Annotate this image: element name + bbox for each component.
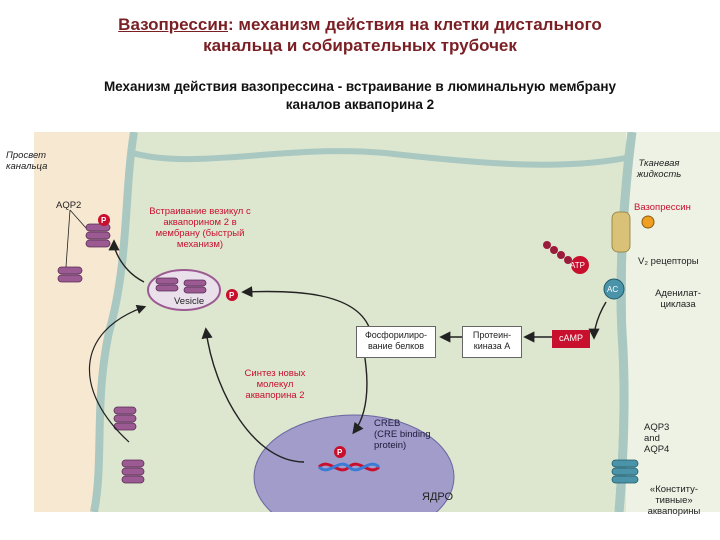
aqp3-aqp4-channel	[611, 459, 639, 484]
atp-circle	[571, 256, 589, 274]
v2-receptor	[611, 211, 631, 253]
p-phosphate-3	[334, 446, 346, 458]
ac-circle	[603, 278, 625, 300]
ac-label: AC	[607, 285, 619, 294]
luminal-membrane	[90, 132, 138, 512]
vesicle-label: Vesicle	[174, 296, 205, 307]
arrow-phospho-to-creb	[352, 351, 368, 435]
top-cell-border	[128, 148, 645, 168]
subtitle-line1: Механизм действия вазопрессина - встраив…	[103, 79, 617, 94]
aqp2-label: AQP2	[56, 200, 82, 211]
page-title: Вазопрессин: механизм действия на клетки…	[0, 14, 720, 56]
title-rest: : механизм действия на клетки дистальног…	[228, 15, 602, 34]
aqp2-luminal-2	[57, 266, 83, 283]
aqp2-luminal-1	[85, 223, 111, 248]
p-phosphate-2	[226, 289, 238, 301]
arrow-ac-to-camp	[588, 301, 607, 340]
aqp2-luminal-4	[121, 459, 145, 484]
aqp2-luminal-3	[113, 406, 137, 431]
atp-label: ATP	[570, 261, 585, 270]
arrow-nucleus-to-synthesis	[201, 327, 305, 463]
arrow-vesicle-to-membrane	[108, 239, 145, 283]
vasopressin-molecule	[641, 215, 655, 229]
p-phosphate-1	[98, 214, 110, 226]
title-line2: канальца и собирательных трубочек	[203, 36, 517, 55]
camp-box: cAMP	[552, 330, 590, 348]
g-protein-chain	[543, 241, 572, 264]
v2-receptors-label: V₂ рецепторы	[638, 256, 699, 267]
subtitle-line2: каналов аквапорина 2	[285, 97, 435, 112]
arrow-aqp2-lines	[65, 209, 87, 268]
title-vasopressin: Вазопрессин	[118, 15, 229, 34]
arrow-phospho-to-vesicle	[241, 286, 370, 328]
constitutive-aquaporins-label: «Конститу-тивные»аквапорины	[647, 484, 701, 517]
nucleus-label: ЯДРО	[422, 491, 454, 503]
pka-box: Протеин-киназа А	[462, 326, 522, 358]
p-symbol-2: P	[229, 291, 235, 300]
adenylate-cyclase-label: Аденилат-циклаза	[655, 288, 701, 310]
tissue-fluid	[626, 132, 720, 512]
subtitle: Механизм действия вазопрессина - встраив…	[30, 78, 690, 114]
p-symbol-1: P	[101, 216, 107, 225]
vasopressin-label: Вазопрессин	[634, 202, 691, 213]
p-symbol-3: P	[337, 448, 343, 457]
phosphorylation-box: Фосфорилиро-вание белков	[356, 326, 436, 358]
arrow-recycling	[88, 304, 147, 443]
diagram-canvas	[34, 132, 720, 512]
